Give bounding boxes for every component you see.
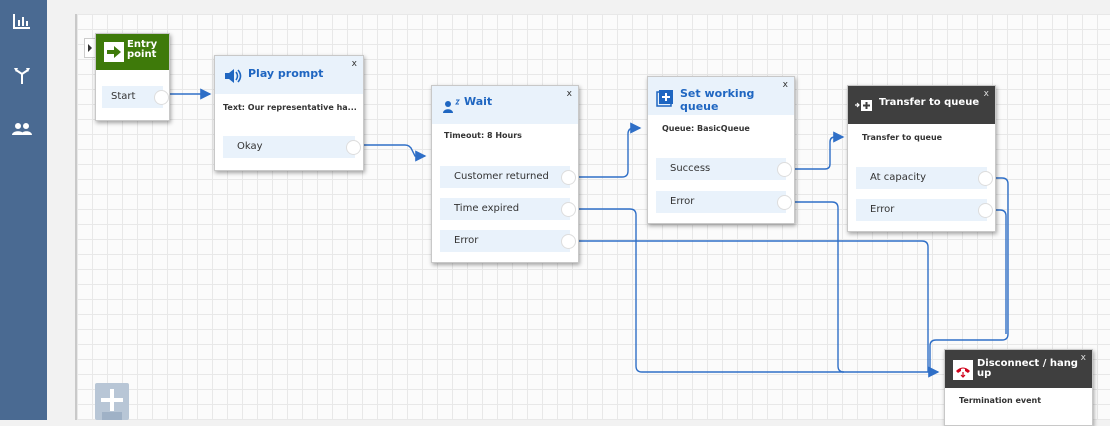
play-prompt-block[interactable]: Play prompt x Text: Our representative h… xyxy=(214,55,364,171)
output-port[interactable] xyxy=(346,140,361,155)
branch-success[interactable]: Success xyxy=(656,158,792,180)
transfer-header: Transfer to queue x xyxy=(848,86,995,124)
hang-up-icon xyxy=(953,360,973,380)
output-port[interactable] xyxy=(561,170,576,185)
wait-header: Wait x xyxy=(432,86,578,124)
branch-label: Error xyxy=(670,196,695,207)
branch-time-expired[interactable]: Time expired xyxy=(440,198,576,220)
output-port[interactable] xyxy=(561,202,576,217)
plus-icon xyxy=(101,389,123,420)
output-port[interactable] xyxy=(154,90,169,105)
play-prompt-header: Play prompt x xyxy=(215,56,363,94)
entry-point-block[interactable]: Entry point Start xyxy=(95,33,170,121)
output-port[interactable] xyxy=(561,234,576,249)
disconnect-title: Disconnect / hang xyxy=(977,358,1078,369)
arrow-right-icon xyxy=(104,42,124,62)
branch-label: Time expired xyxy=(454,203,520,214)
branch-label: Success xyxy=(670,163,711,174)
close-button[interactable]: x xyxy=(782,80,788,90)
wire-terror-to-disconnect xyxy=(993,209,1007,334)
wire-success-to-transfer xyxy=(790,131,845,170)
transfer-to-queue-block[interactable]: Transfer to queue x Transfer to queue At… xyxy=(847,85,996,232)
play-prompt-desc: Text: Our representative ha... xyxy=(223,103,357,112)
branch-label: Okay xyxy=(237,141,263,152)
canvas-border xyxy=(75,14,77,420)
disconnect-desc: Termination event xyxy=(959,396,1042,405)
entry-header: Entry point xyxy=(96,34,169,70)
disconnect-header: Disconnect / hang up x xyxy=(945,350,1092,388)
close-button[interactable]: x xyxy=(566,89,572,99)
wire-capacity-to-disconnect xyxy=(929,177,1009,372)
branch-error[interactable]: Error xyxy=(656,191,792,213)
entry-title: Entry xyxy=(127,39,158,50)
branch-start[interactable]: Start xyxy=(102,86,169,108)
branch-customer-returned[interactable]: Customer returned xyxy=(440,166,576,188)
transfer-icon xyxy=(854,97,874,117)
disconnect-block[interactable]: Disconnect / hang up x Termination event xyxy=(944,349,1093,426)
wait-desc: Timeout: 8 Hours xyxy=(444,131,522,140)
close-button[interactable]: x xyxy=(1080,353,1086,363)
output-port[interactable] xyxy=(978,203,993,218)
wire-okay-to-wait xyxy=(358,144,427,162)
output-port[interactable] xyxy=(777,162,792,177)
close-button[interactable]: x xyxy=(983,89,989,99)
transfer-title: Transfer to queue xyxy=(879,97,980,108)
set-queue-header: Set working queue x xyxy=(648,77,794,115)
set-queue-desc: Queue: BasicQueue xyxy=(662,124,750,133)
bar-chart-icon[interactable] xyxy=(11,10,33,32)
wait-title: Wait xyxy=(464,95,493,108)
zoom-in-button[interactable] xyxy=(95,383,129,420)
panel-toggle[interactable] xyxy=(84,38,96,58)
wait-block[interactable]: Wait x Timeout: 8 Hours Customer returne… xyxy=(431,85,579,263)
user-wait-icon xyxy=(442,98,460,118)
branch-label: Error xyxy=(454,235,479,246)
set-working-queue-block[interactable]: Set working queue x Queue: BasicQueue Su… xyxy=(647,76,795,224)
routing-icon[interactable] xyxy=(11,64,33,86)
users-icon[interactable] xyxy=(11,118,33,140)
branch-okay[interactable]: Okay xyxy=(223,136,361,158)
branch-error[interactable]: Error xyxy=(856,199,993,221)
branch-label: At capacity xyxy=(870,172,926,183)
branch-at-capacity[interactable]: At capacity xyxy=(856,167,993,189)
branch-error[interactable]: Error xyxy=(440,230,576,252)
output-port[interactable] xyxy=(777,195,792,210)
disconnect-title-2: up xyxy=(977,368,992,379)
left-sidebar xyxy=(0,0,47,420)
branch-label: Customer returned xyxy=(454,171,549,182)
wire-expired-to-disconnect xyxy=(574,208,940,378)
play-prompt-title: Play prompt xyxy=(248,67,324,80)
output-port[interactable] xyxy=(978,171,993,186)
entry-title-2: point xyxy=(127,49,157,60)
speaker-icon xyxy=(223,67,243,89)
close-button[interactable]: x xyxy=(351,59,357,69)
branch-label: Start xyxy=(111,91,136,102)
wire-sqerror-to-disconnect xyxy=(790,201,845,373)
set-queue-title: Set working queue xyxy=(680,87,755,113)
wire-error-to-disconnect xyxy=(574,240,929,372)
branch-label: Error xyxy=(870,204,895,215)
wire-returned-to-setqueue xyxy=(574,122,642,178)
canvas-gutter xyxy=(47,0,77,420)
queue-add-icon xyxy=(656,89,674,111)
transfer-desc: Transfer to queue xyxy=(862,133,943,142)
